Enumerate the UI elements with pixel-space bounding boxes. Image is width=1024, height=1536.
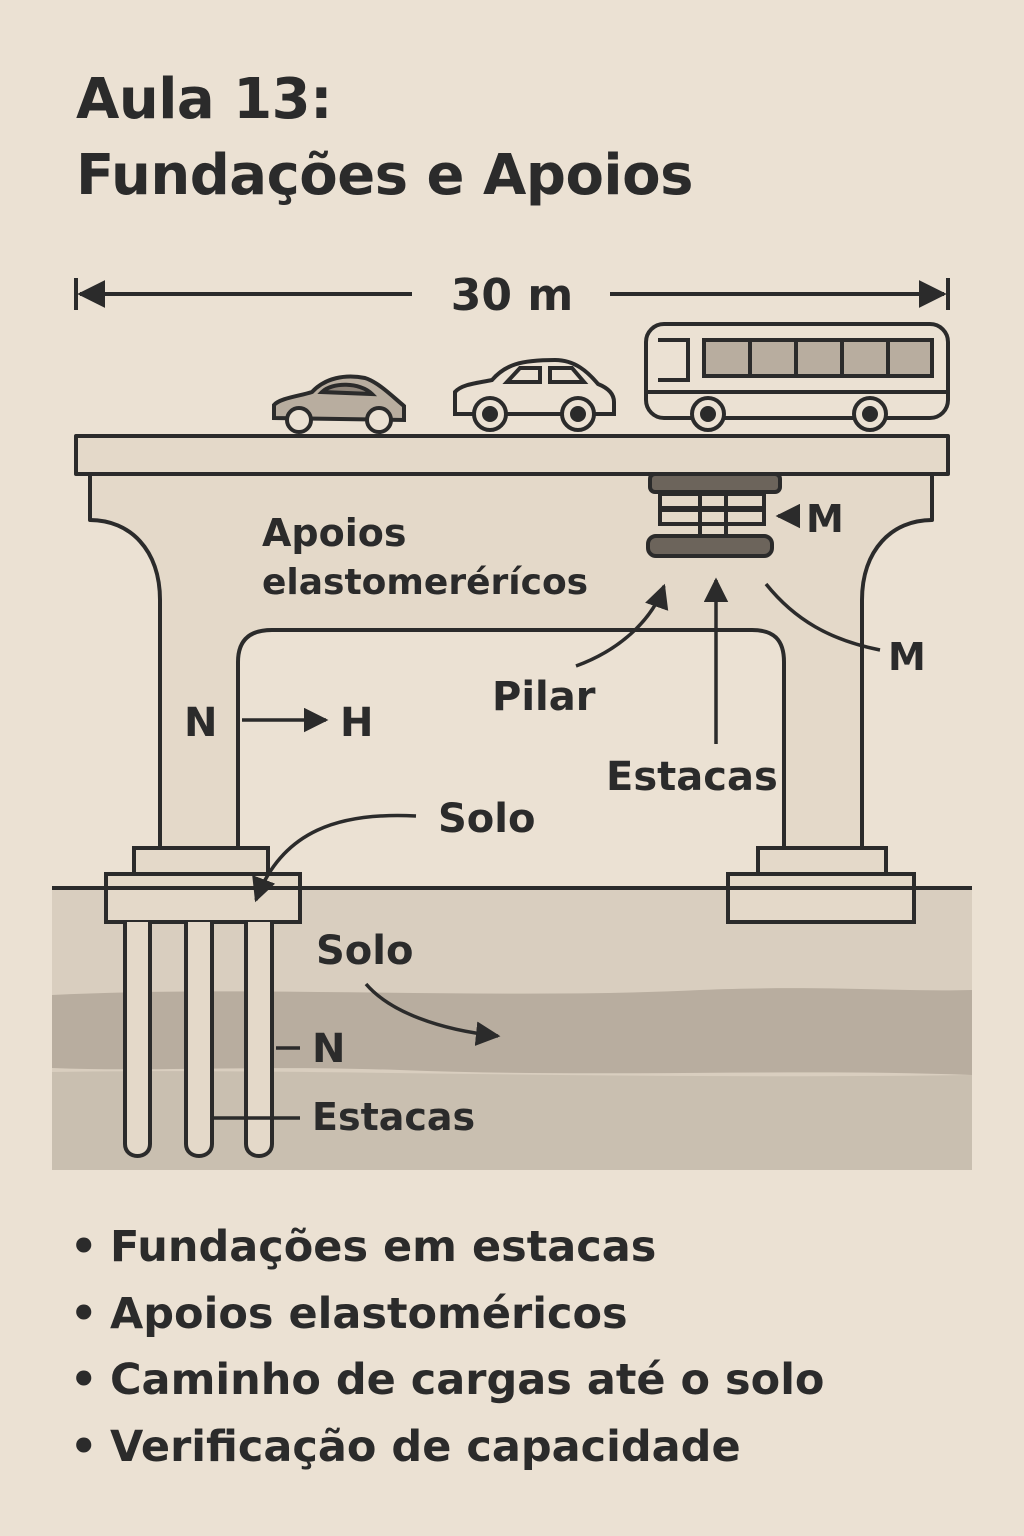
load-arrows [210,503,881,1120]
page-title: Aula 13: Fundações e Apoios [76,62,693,214]
list-item: •Fundações em estacas [70,1222,657,1272]
list-item: •Caminho de cargas até o solo [70,1355,825,1405]
bridge-deck [74,434,950,476]
m-right-curve [764,582,881,652]
solo-upper-arrow [252,813,417,903]
label-apoios-2: elastomerérícos [262,562,588,603]
label-estacas-upper: Estacas [606,754,778,800]
list-item-text: Verificação de capacidade [110,1421,741,1472]
label-normal-force: N [184,700,217,746]
solo-lower-arrow [364,982,501,1046]
span-dimension [74,278,950,310]
label-normal-pile: N [312,1026,345,1072]
label-solo-upper: Solo [438,796,535,842]
sedan-icon [453,357,616,432]
pilar-arrow [575,583,669,668]
label-solo-lower: Solo [316,928,413,974]
car-icon [272,374,406,434]
bridge-frame [74,434,950,852]
list-item: •Verificação de capacidade [70,1421,741,1472]
title-line-1: Aula 13: [76,67,333,132]
list-item-text: Apoios elastoméricos [110,1288,628,1339]
label-moment-right: M [888,635,926,679]
title-line-2: Fundações e Apoios [76,143,693,208]
label-horizontal-force: H [340,700,373,746]
label-apoios-1: Apoios [262,511,406,555]
label-pilar: Pilar [492,674,596,720]
right-foundation [726,846,916,924]
bus-icon [644,322,950,432]
summary-list: •Fundações em estacas •Apoios elastoméri… [70,1214,824,1480]
left-foundation [104,846,302,1158]
label-moment-top: M [806,497,844,541]
list-item-text: Fundações em estacas [110,1222,657,1272]
elastomeric-bearing [646,472,782,558]
list-item-text: Caminho de cargas até o solo [110,1355,825,1405]
list-item: •Apoios elastoméricos [70,1288,628,1339]
span-label: 30 m [451,270,573,321]
label-estacas-lower: Estacas [312,1095,475,1139]
